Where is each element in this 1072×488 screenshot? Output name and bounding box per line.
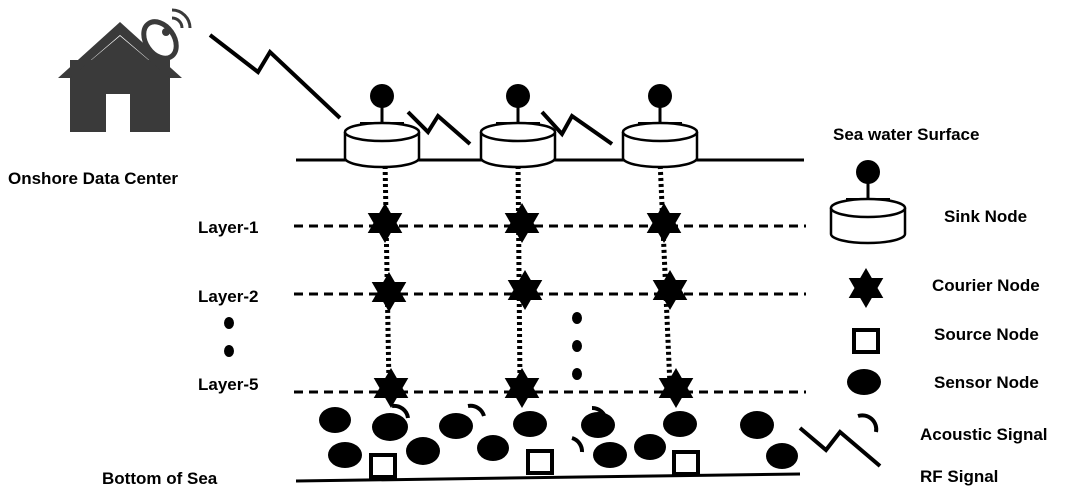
sensor-node [513, 411, 547, 437]
courier-node [504, 203, 540, 243]
courier-node [367, 203, 403, 243]
surface-label: Sea water Surface [833, 125, 979, 144]
courier-node [652, 270, 688, 310]
sink-node [621, 82, 699, 169]
source-node [369, 453, 397, 479]
vertical-links [382, 159, 673, 387]
layer-1-label: Layer-1 [198, 218, 258, 237]
rf-link-buoys [406, 110, 472, 146]
legend-sink-label: Sink Node [944, 207, 1027, 226]
source-nodes [369, 449, 700, 479]
source-node [672, 450, 700, 476]
rf-link-buoys [540, 110, 614, 146]
legend-rf-label: RF Signal [920, 467, 998, 486]
onshore-label: Onshore Data Center [8, 169, 178, 188]
rf-signal-bottom [798, 426, 882, 468]
sensor-node [406, 437, 440, 465]
courier-node [507, 270, 543, 310]
sea-bottom-line [295, 472, 801, 483]
legend-courier-icon [848, 268, 884, 308]
rf-link-house [208, 33, 342, 120]
courier-node [371, 272, 407, 312]
sensor-node [477, 435, 509, 461]
satellite-dish-icon [141, 8, 192, 61]
sensor-node [766, 443, 798, 469]
acoustic-signals [391, 403, 608, 453]
ellipsis-dots [224, 312, 582, 380]
source-node [526, 449, 554, 475]
sensor-node [439, 413, 473, 439]
legend-source-icon [852, 328, 880, 354]
sink-node [479, 82, 557, 169]
sensor-node [319, 407, 351, 433]
legend-sensor-label: Sensor Node [934, 373, 1039, 392]
sensor-node [581, 412, 615, 438]
courier-node [373, 368, 409, 408]
legend-acoustic-label: Acoustic Signal [920, 425, 1048, 444]
bottom-label: Bottom of Sea [102, 469, 218, 488]
legend-source-label: Source Node [934, 325, 1039, 344]
sensor-node [372, 413, 408, 441]
legend-acoustic-icon [857, 413, 879, 433]
sensor-node [740, 411, 774, 439]
courier-node [658, 368, 694, 408]
legend-sink-icon [829, 158, 907, 245]
sink-node [343, 82, 421, 169]
layer-2-label: Layer-2 [198, 287, 258, 306]
sensor-node [663, 411, 697, 437]
courier-node [504, 368, 540, 408]
sensor-node [328, 442, 362, 468]
courier-node [646, 203, 682, 243]
layer-5-label: Layer-5 [198, 375, 258, 394]
legend-courier-label: Courier Node [932, 276, 1040, 295]
sensor-node [593, 442, 627, 468]
house-icon [58, 22, 182, 132]
sensor-node [634, 434, 666, 460]
sensor-nodes [319, 407, 798, 469]
legend-sensor-icon [847, 369, 881, 395]
